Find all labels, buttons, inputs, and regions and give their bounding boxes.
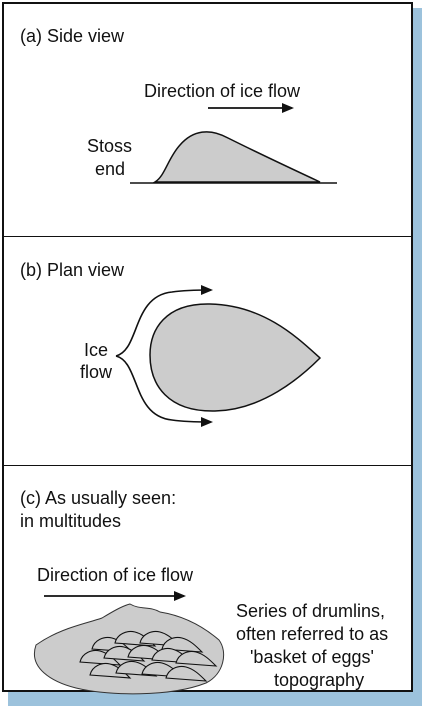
ice-flow-arrow-lower <box>115 355 213 427</box>
caption-line3: 'basket of eggs' <box>250 647 374 667</box>
panel-b-title: (b) Plan view <box>20 260 125 280</box>
drumlin-side-profile <box>152 131 321 183</box>
ice-label-line2: flow <box>80 362 113 382</box>
drumlin-egg <box>161 636 204 653</box>
drumlin-egg <box>165 665 208 682</box>
panel-a-flow-label: Direction of ice flow <box>144 81 301 101</box>
ice-label-line1: Ice <box>84 340 109 360</box>
drumlin-field <box>79 630 218 682</box>
caption-line4: topography <box>274 670 365 690</box>
stoss-label-line2: end <box>95 159 126 179</box>
caption-line2: often referred to as <box>236 624 389 644</box>
caption-line1: Series of drumlins, <box>236 601 386 621</box>
panel-c-title-line1: (c) As usually seen: <box>20 488 177 508</box>
ice-flow-arrow-upper <box>115 285 213 357</box>
panel-c-flow-label: Direction of ice flow <box>37 565 194 585</box>
divider-a-b <box>4 236 411 237</box>
stoss-label-line1: Stoss <box>87 136 133 156</box>
drumlin-plan-shape <box>149 303 322 412</box>
drumlin-egg <box>79 649 122 666</box>
drumlin-egg <box>175 650 218 667</box>
panel-c-title-line2: in multitudes <box>20 511 122 531</box>
drumlin-egg <box>89 662 132 679</box>
divider-b-c <box>4 465 411 466</box>
panel-a-title: (a) Side view <box>20 26 125 46</box>
